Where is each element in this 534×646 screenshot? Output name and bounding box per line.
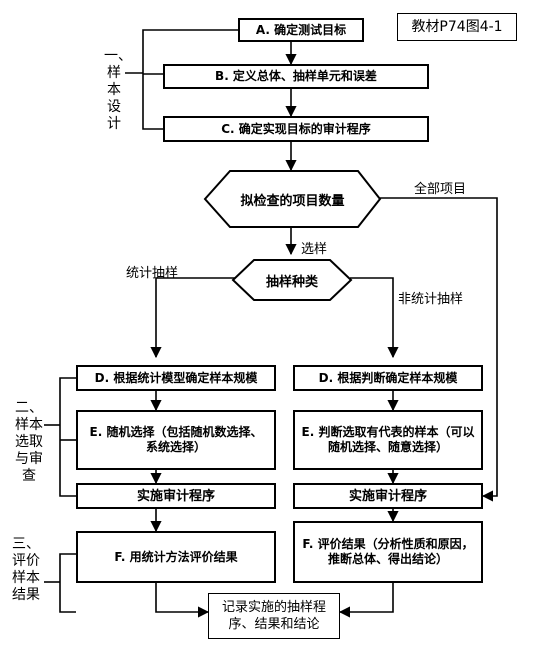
phase-design-label: 一、样本设计 — [104, 48, 132, 132]
nonstatistical-audit-box: 实施审计程序 — [293, 483, 483, 509]
statistical-label: 统计抽样 — [126, 266, 179, 281]
nonstatistical-e-box: E. 判断选取有代表的样本（可以随机选择、随意选择） — [293, 410, 483, 470]
nonstatistical-d-box: D. 根据判断确定样本规模 — [293, 365, 483, 391]
step-a-box: A. 确定测试目标 — [238, 18, 364, 42]
type-decision-label: 抽样种类 — [265, 274, 318, 290]
statistical-audit-box: 实施审计程序 — [76, 483, 276, 509]
phase-evaluation-label: 三、评价样本结果 — [12, 536, 40, 603]
statistical-f-box: F. 用统计方法评价结果 — [76, 531, 276, 583]
type-decision-shape — [231, 259, 353, 301]
arrow-nonstatistical-final — [338, 583, 394, 618]
arrow-type-statistical — [150, 277, 237, 359]
statistical-e-box: E. 随机选择（包括随机数选择、系统选择） — [76, 410, 276, 470]
phase-selection-label: 二、样本选取与审查 — [15, 400, 43, 484]
quantity-decision-label: 拟检查的项目数量 — [240, 193, 345, 209]
selection-bracket — [59, 377, 76, 497]
step-c-box: C. 确定实现目标的审计程序 — [163, 116, 429, 142]
evaluation-bracket — [59, 553, 76, 613]
arrow-type-nonstatistical — [350, 277, 399, 359]
reference-tag: 教材P74图4-1 — [397, 13, 517, 41]
sampling-label: 选样 — [301, 242, 328, 257]
statistical-d-box: D. 根据统计模型确定样本规模 — [76, 365, 276, 391]
nonstatistical-f-box: F. 评价结果（分析性质和原因，推断总体、得出结论） — [293, 521, 483, 583]
step-b-box: B. 定义总体、抽样单元和误差 — [163, 64, 429, 89]
quantity-decision-shape — [203, 170, 382, 228]
final-record-box: 记录实施的抽样程序、结果和结论 — [208, 593, 340, 639]
design-bracket — [142, 29, 238, 130]
arrow-all-items — [380, 197, 498, 502]
nonstatistical-label: 非统计抽样 — [398, 292, 464, 307]
arrow-statistical-final — [155, 583, 210, 618]
all-items-label: 全部项目 — [414, 182, 467, 197]
